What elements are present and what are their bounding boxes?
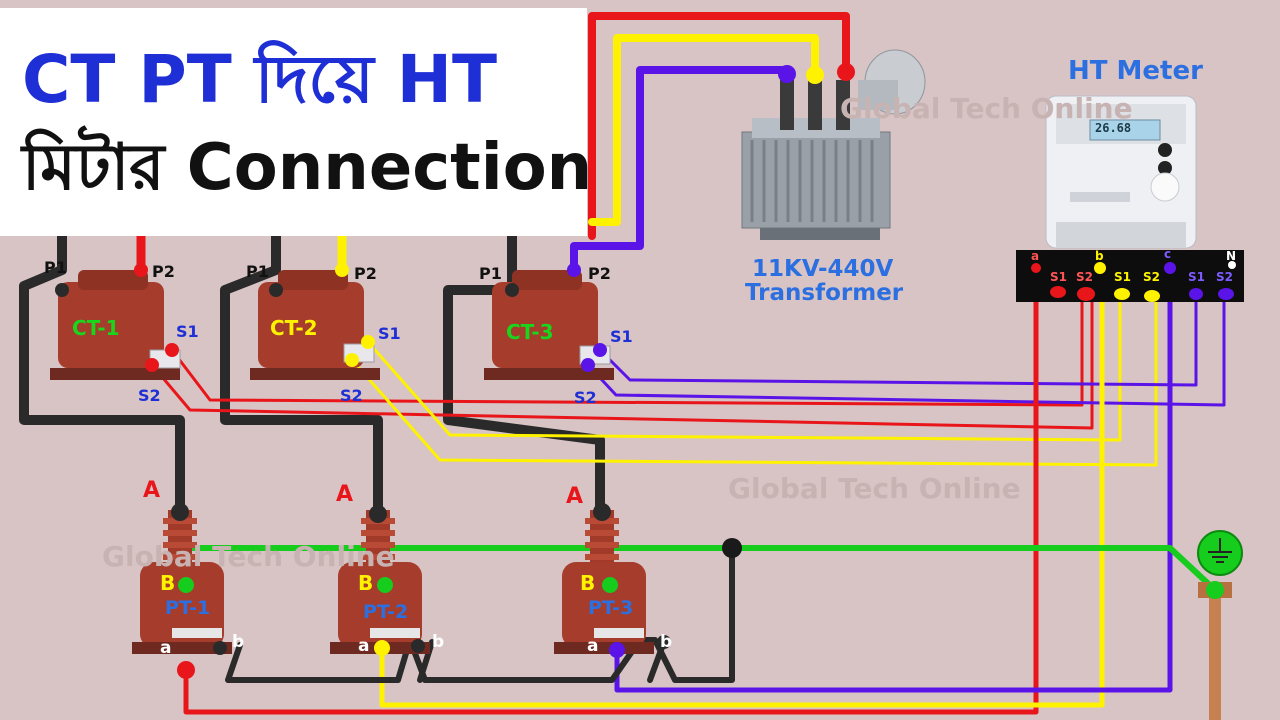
black-wire-2 (220, 231, 383, 515)
watermark-top: Global Tech Online (840, 92, 1133, 125)
terminal-label-b: b (1095, 249, 1104, 263)
pt-2-a-secondary-label: a (358, 636, 370, 656)
transformer (741, 49, 926, 240)
terminal-label-a: a (1031, 249, 1040, 263)
terminal-label-c: c (1164, 247, 1172, 261)
pt-3-body (554, 510, 654, 654)
ct-2-name: CT-2 (270, 316, 318, 340)
pt-2-name: PT-2 (363, 601, 409, 623)
pt-3-b-label: B (580, 571, 596, 595)
terminal-label-s1-y: S1 (1114, 270, 1131, 284)
ct-1-name: CT-1 (72, 316, 120, 340)
ht-meter (1045, 95, 1197, 249)
transformer-label-line-2: Transformer (745, 280, 904, 306)
ct-2-p2-label: P2 (354, 264, 377, 283)
pt-2-b-label: B (358, 571, 374, 595)
ct-1-s2-label: S2 (138, 386, 161, 405)
terminal-label-s2-r: S2 (1076, 270, 1093, 284)
ct-1-s1-label: S1 (176, 322, 199, 341)
ct-3-p2-label: P2 (588, 264, 611, 283)
title-panel (0, 8, 587, 236)
pt-3-name: PT-3 (588, 597, 634, 619)
watermark-middle: Global Tech Online (728, 472, 1021, 505)
pt-1-a-secondary-label: a (160, 638, 172, 658)
terminal-label-s1-r: S1 (1050, 270, 1067, 284)
ct-3-s2-label: S2 (574, 388, 597, 407)
pt-3-a-primary-label: A (566, 484, 584, 509)
pt-1-a-primary-label: A (143, 478, 161, 503)
transformer-label-line-1: 11KV-440V (752, 256, 894, 282)
pt-2-a-primary-label: A (336, 482, 354, 507)
red-supply-wire (588, 12, 850, 240)
pt-3-a-secondary-label: a (587, 636, 599, 656)
ht-meter-label: HT Meter (1068, 56, 1203, 86)
pt-1-name: PT-1 (165, 597, 211, 619)
watermark-left: Global Tech Online (102, 540, 395, 573)
ct-1-body (50, 270, 181, 380)
pt-1-b-secondary-label: b (232, 632, 245, 652)
pt-3-b-secondary-label: b (660, 632, 673, 652)
ct-2-s2-label: S2 (340, 386, 363, 405)
ct-2-body (250, 270, 380, 380)
terminal-label-s2-y: S2 (1143, 270, 1160, 284)
ct-3-name: CT-3 (506, 320, 554, 344)
pt-1-b-label: B (160, 571, 176, 595)
terminal-label-s2-b: S2 (1216, 270, 1233, 284)
pt-1-body (132, 510, 232, 654)
earth-icon (1197, 530, 1243, 576)
earth-electrode (1198, 581, 1232, 720)
ct-2-s1-label: S1 (378, 324, 401, 343)
meter-display-reading: 26.68 (1095, 121, 1132, 135)
page-title-line-1: CT PT দিয়ে HT (22, 41, 497, 118)
terminal-label-s1-b: S1 (1188, 270, 1205, 284)
pt-2-b-secondary-label: b (432, 632, 445, 652)
black-wire-1 (19, 231, 185, 515)
blue-supply-wire (570, 66, 791, 274)
ct-2-p1-label: P1 (246, 262, 269, 281)
ct-1-p1-label: P1 (44, 258, 67, 277)
pt-2-body (330, 510, 430, 654)
terminal-label-n: N (1226, 249, 1237, 263)
meter-terminal-block (1016, 250, 1244, 302)
ct-1-p2-label: P2 (152, 262, 175, 281)
yellow-supply-wire (588, 34, 819, 226)
page-title-line-2: মিটার Connection (22, 131, 593, 205)
ct-3-p1-label: P1 (479, 264, 502, 283)
ct-3-s1-label: S1 (610, 327, 633, 346)
